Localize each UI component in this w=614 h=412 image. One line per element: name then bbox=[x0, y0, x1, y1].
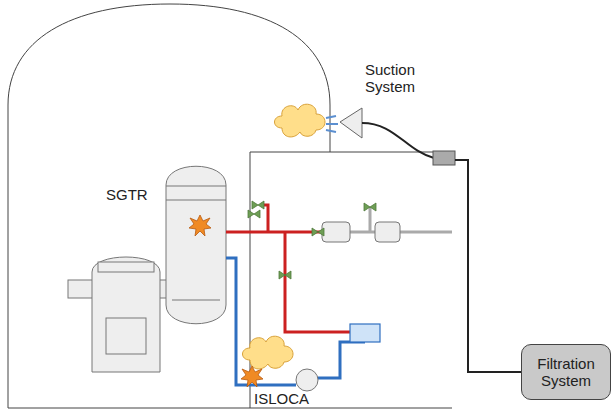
ground-line bbox=[8, 408, 452, 409]
valve bbox=[279, 271, 291, 279]
rupture-burst bbox=[189, 215, 211, 236]
suction-hood bbox=[340, 108, 362, 138]
valve bbox=[248, 210, 260, 218]
fan-unit bbox=[433, 151, 455, 165]
system-label: Suction System bbox=[365, 62, 427, 95]
suction-flow bbox=[326, 116, 338, 132]
rupture-burst bbox=[241, 366, 263, 387]
process-box: Filtration System bbox=[521, 344, 611, 400]
leak-cloud bbox=[243, 336, 294, 369]
valve bbox=[364, 203, 376, 211]
auxiliary-building bbox=[250, 152, 455, 408]
red-pipe bbox=[226, 205, 350, 332]
valve bbox=[252, 201, 264, 209]
suction-hose bbox=[362, 123, 434, 158]
tank bbox=[350, 324, 380, 342]
component-label: SGTR bbox=[106, 187, 166, 204]
blue-pipe bbox=[226, 258, 365, 385]
box-text: Filtration System bbox=[522, 355, 610, 390]
valve bbox=[312, 228, 324, 236]
event-label: ISLOCA bbox=[254, 391, 324, 408]
leak-cloud bbox=[275, 104, 326, 137]
containment-dome bbox=[8, 4, 330, 408]
grey-pipe bbox=[322, 207, 452, 242]
duct bbox=[455, 160, 521, 372]
steam-generator bbox=[166, 166, 226, 324]
pump bbox=[296, 369, 318, 391]
